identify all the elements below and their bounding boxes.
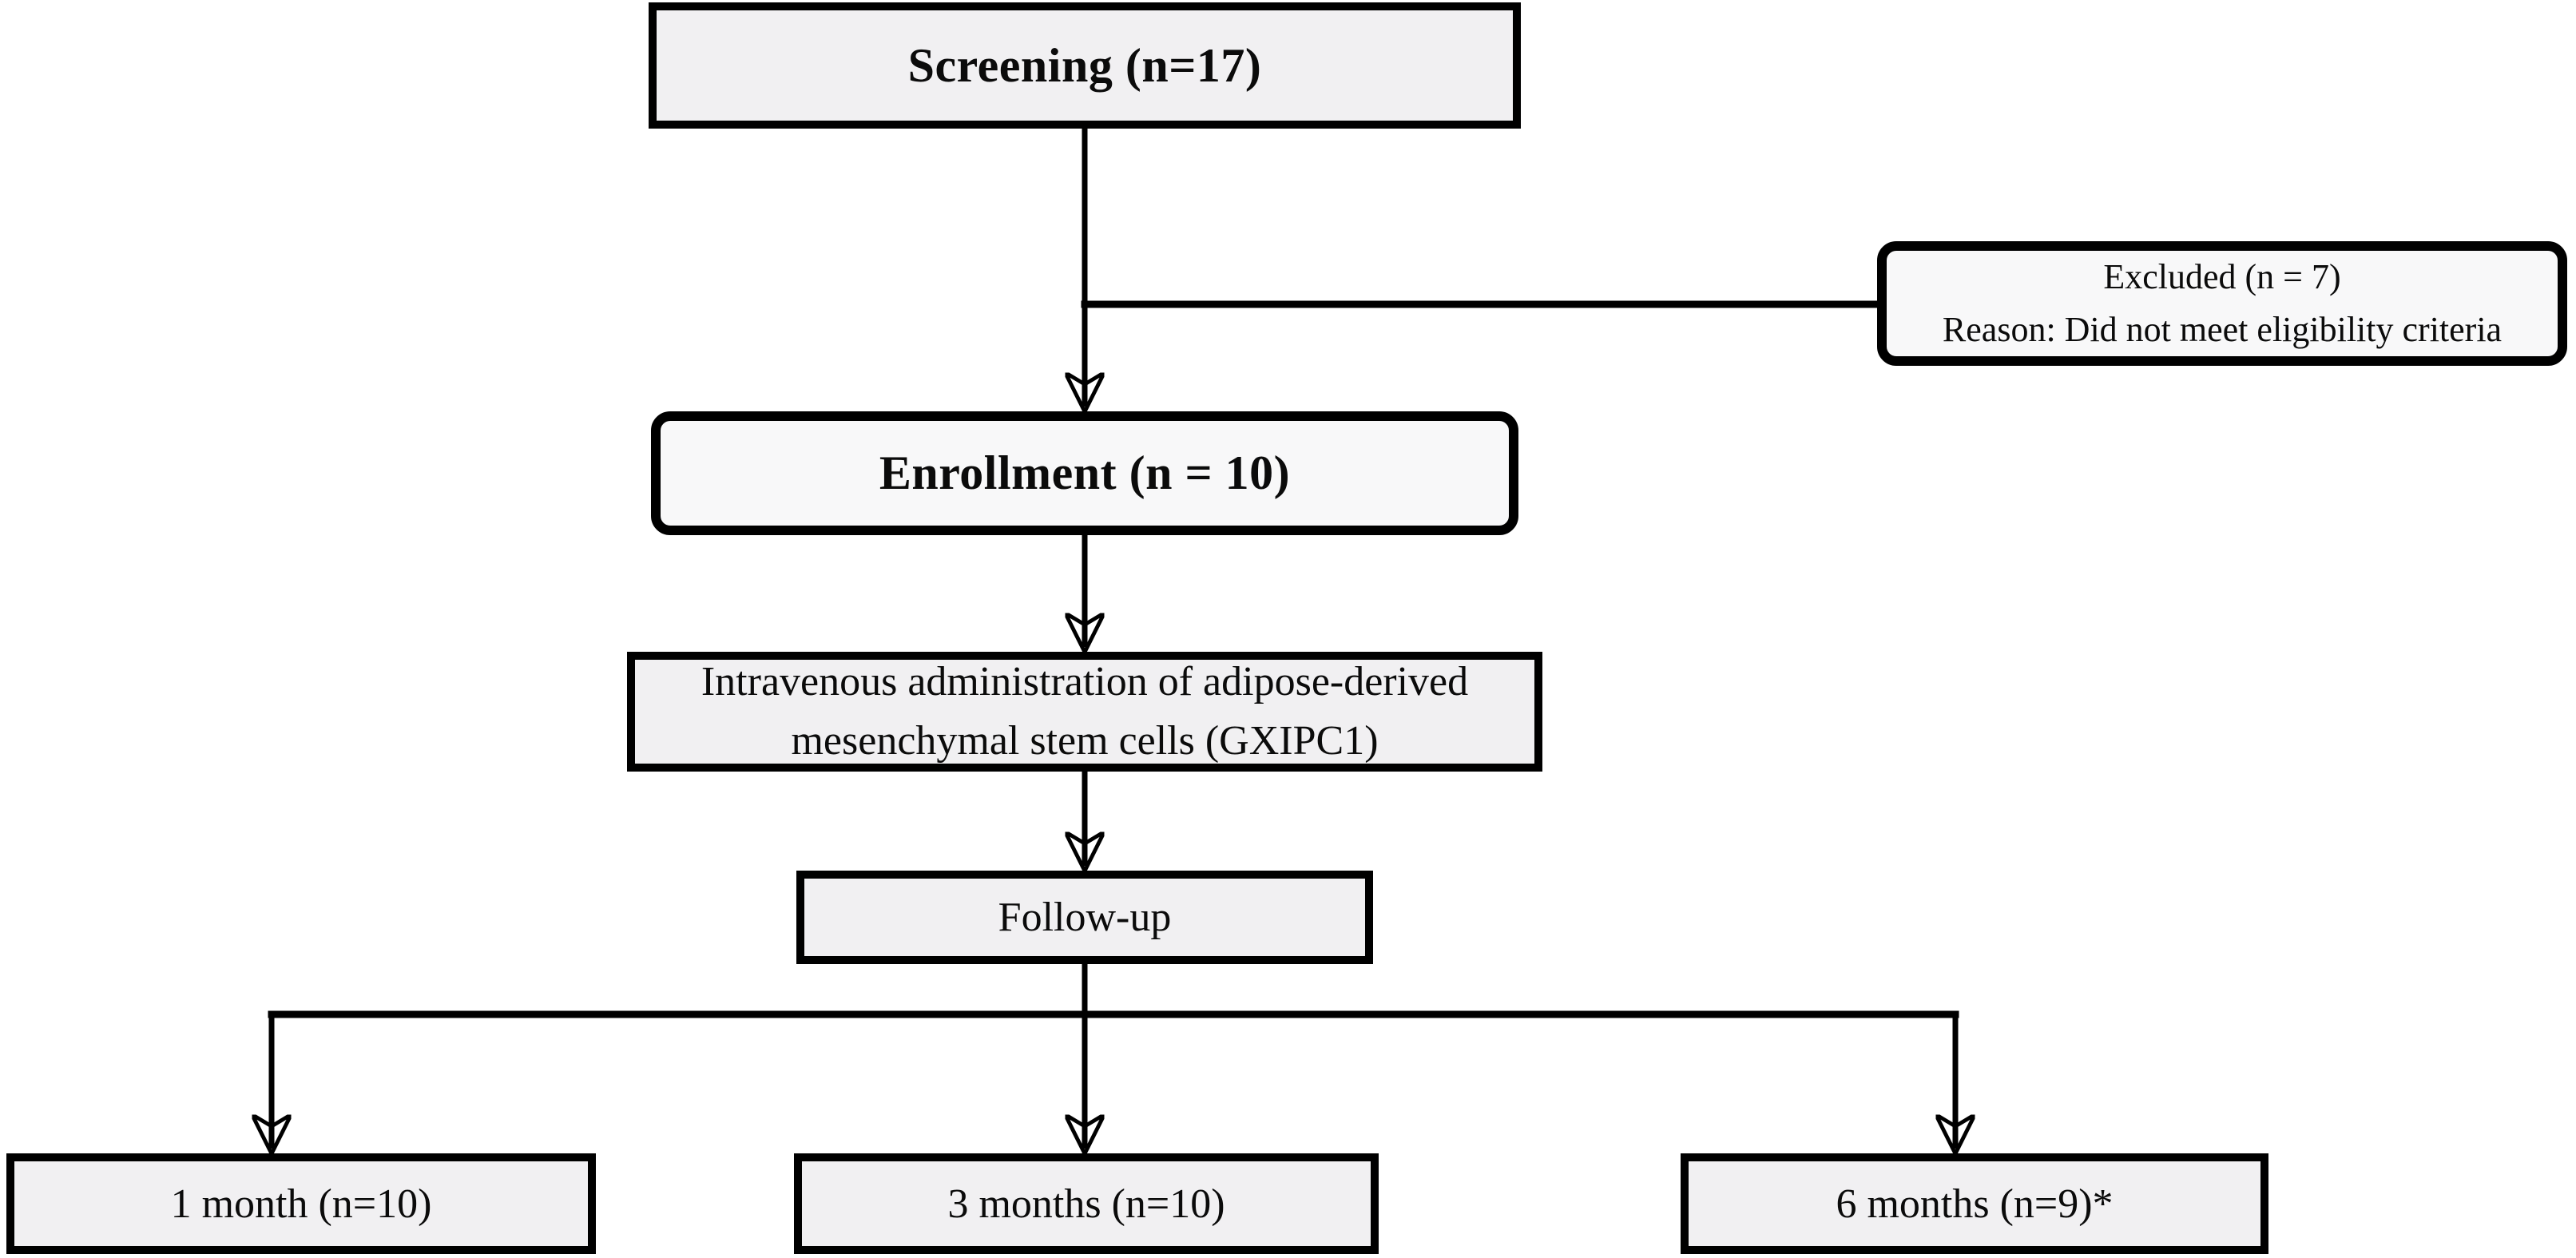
node-excluded-line1: Excluded (n = 7) bbox=[2103, 257, 2341, 296]
node-month3: 3 months (n=10) bbox=[794, 1153, 1379, 1254]
node-treatment: Intravenous administration of adipose-de… bbox=[627, 652, 1542, 772]
node-treatment-line2: mesenchymal stem cells (GXIPC1) bbox=[791, 718, 1379, 764]
node-month3-label: 3 months (n=10) bbox=[947, 1181, 1225, 1227]
node-treatment-line1: Intravenous administration of adipose-de… bbox=[701, 659, 1469, 705]
node-enrollment: Enrollment (n = 10) bbox=[651, 411, 1518, 535]
node-month1: 1 month (n=10) bbox=[6, 1153, 596, 1254]
node-followup-label: Follow-up bbox=[998, 895, 1172, 940]
node-excluded: Excluded (n = 7) Reason: Did not meet el… bbox=[1877, 241, 2567, 366]
node-followup: Follow-up bbox=[796, 871, 1373, 964]
node-month1-label: 1 month (n=10) bbox=[170, 1181, 432, 1227]
node-enrollment-label: Enrollment (n = 10) bbox=[879, 446, 1291, 499]
node-screening: Screening (n=17) bbox=[649, 2, 1521, 129]
node-screening-label: Screening (n=17) bbox=[907, 38, 1262, 92]
node-month6-label: 6 months (n=9)* bbox=[1836, 1181, 2114, 1227]
node-excluded-line2: Reason: Did not meet eligibility criteri… bbox=[1942, 310, 2503, 349]
node-month6: 6 months (n=9)* bbox=[1681, 1153, 2268, 1254]
